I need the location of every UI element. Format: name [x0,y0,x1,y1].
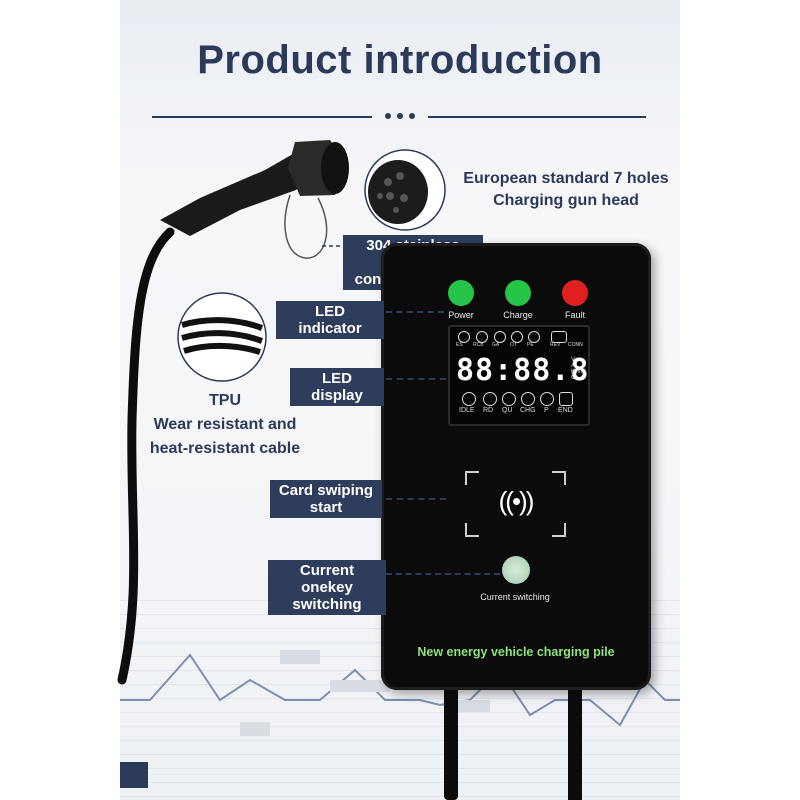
led-indicator-tag: LED indicator [276,301,384,339]
pile-cable-left [444,690,458,800]
gun-head-caption: European standard 7 holes Charging gun h… [452,168,680,212]
current-switching-tag: Current onekey switching [268,560,386,615]
lcd-top-row: ES RCB GA OT PE REV CONN [456,331,583,351]
cable-caption: TPU Wear resistant and heat-resistant ca… [140,389,310,461]
lcd-rcb-icon [476,331,488,343]
fault-led-label: Fault [564,310,585,320]
lcd-qu-icon [502,392,516,406]
lcd-digits: 88:88.8 [456,353,590,388]
led-display-tag: LED display [290,368,384,406]
lcd-ga-icon [494,331,506,343]
power-led [448,280,474,306]
lcd-label-conn: CONN [568,342,583,348]
lcd-unit-c: C [571,375,576,381]
lcd-es-icon [458,331,470,343]
lcd-label-rev: REV [550,342,561,348]
lcd-label-ga: GA [492,342,500,348]
lcd-unit-v: V [571,357,576,363]
pile-label: New energy vehicle charging pile [417,645,615,659]
pile-cable-right [568,690,582,800]
decor-stripe [450,700,490,712]
lcd-units: V A KWH C [571,357,585,381]
page-title: Product introduction [197,38,603,82]
card-swiping-line1: Card swiping [278,482,374,499]
card-reader[interactable]: ((•)) [465,471,566,537]
corner-block [120,762,148,788]
decor-stripe [330,680,390,692]
gun-head-caption-line1: European standard 7 holes [463,170,669,187]
charging-pile [381,243,651,690]
lcd-pe-icon [528,331,540,343]
cable-caption-line2: heat-resistant cable [149,440,301,457]
card-reader-corner [552,523,566,537]
lcd-rd-icon [483,392,497,406]
title-dots [383,110,417,122]
current-switch-label: Current switching [480,592,550,602]
charge-led-label: Charge [503,310,533,320]
lcd-label-pe: PE [527,342,534,348]
current-switching-line2: switching [292,596,362,613]
lcd-car-icon [551,331,567,343]
card-swiping-line2: start [309,499,343,516]
card-swiping-leader [386,498,446,500]
lcd-label-qu: QU [502,407,513,414]
fault-led [562,280,588,306]
title-rule-right [428,116,646,118]
lcd-label-chg: CHG [520,407,536,414]
power-led-label: Power [448,310,474,320]
cable-caption-line1: Wear resistant and [153,416,297,433]
lcd-pause-icon [540,392,554,406]
lcd-label-ot: OT [510,342,517,348]
card-reader-corner [552,471,566,485]
lcd-ot-icon [511,331,523,343]
lcd-unit-a: A [571,363,576,369]
decor-stripe [280,650,320,664]
lcd-label-idle: IDLE [459,407,475,414]
card-swiping-tag: Card swiping start [270,480,382,518]
lcd-label-rd: RD [483,407,494,414]
card-reader-corner [465,471,479,485]
lcd-label-end: END [558,407,573,414]
lcd-unit-kwh: KWH [571,369,585,375]
led-display-leader [386,378,446,380]
led-indicator-leader [386,311,444,313]
lcd-chg-icon [521,392,535,406]
card-reader-corner [465,523,479,537]
current-switching-line1: Current onekey [299,562,355,596]
title-rule-left [152,116,372,118]
decor-stripe [240,722,270,736]
lcd-end-icon [559,392,573,406]
nfc-icon: ((•)) [498,486,535,516]
lcd-label-p: P [544,407,549,414]
current-switch-button[interactable] [502,556,530,584]
charge-led [505,280,531,306]
gun-head-caption-line2: Charging gun head [493,192,639,209]
current-switching-leader [386,573,500,575]
lcd-label-rcb: RCB [473,342,484,348]
cable-caption-heading: TPU [209,392,241,409]
lcd-idle-icon [462,392,476,406]
lcd-label-es: ES [456,342,463,348]
lcd-display: ES RCB GA OT PE REV CONN 88:88.8 V A KWH… [448,325,590,426]
pulse-line-decoration [120,653,680,727]
